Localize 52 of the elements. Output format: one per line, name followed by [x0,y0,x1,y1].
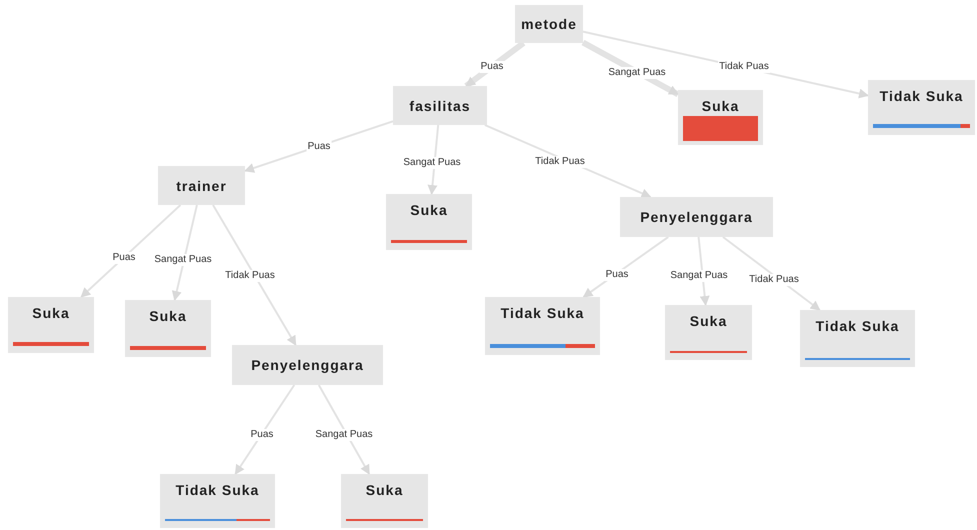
edge-label: Puas [306,141,332,153]
edge-label: Tidak Puas [224,270,276,282]
edge-label: Sangat Puas [402,157,462,169]
node-label: fasilitas [408,98,472,114]
leaf-node [125,300,211,357]
edge-label: Tidak Puas [718,61,770,73]
node-label: Suka [409,202,449,218]
arrow [318,384,370,475]
edge-label: Tidak Puas [534,156,586,168]
decision-node [232,345,383,385]
arrow [582,40,680,97]
node-label: Penyelenggara [250,357,365,373]
leaf-node [800,310,915,367]
node-label: Suka [148,308,188,324]
decision-node [515,5,583,43]
edge-label: Tidak Puas [748,274,800,286]
leaf-node [868,80,975,135]
decision-node [620,197,773,237]
leaf-node [665,305,752,360]
node-label: Tidak Suka [500,305,586,321]
leaf-node [341,474,428,528]
edge-label: Sangat Puas [669,270,729,282]
node-label: Suka [700,98,740,114]
arrow [428,124,440,195]
node-label: Suka [688,313,728,329]
node-label: Tidak Suka [174,482,260,498]
arrow [172,204,198,301]
arrow [234,384,296,475]
leaf-node [386,194,472,250]
edge-label: Sangat Puas [607,67,667,79]
node-label: trainer [175,178,228,194]
node-label: Tidak Suka [878,88,964,104]
leaf-node [8,297,94,353]
leaf-node [160,474,275,528]
edge-label: Puas [112,252,136,264]
node-label: Tidak Suka [814,318,900,334]
node-label: Suka [31,305,71,321]
node-label: Penyelenggara [639,209,754,225]
edge-label: Sangat Puas [153,254,213,266]
node-label: metode [520,16,578,32]
leaf-node [678,90,763,145]
arrow [212,204,297,346]
arrow [464,40,526,88]
edge-label: Sangat Puas [314,429,374,441]
edge-label: Puas [480,61,504,73]
arrow [80,204,182,298]
edge-label: Puas [250,429,274,441]
leaf-node [485,297,600,355]
decision-node [393,86,487,125]
edge-label: Puas [604,269,630,281]
node-label: Suka [364,482,404,498]
decision-node [158,166,245,205]
